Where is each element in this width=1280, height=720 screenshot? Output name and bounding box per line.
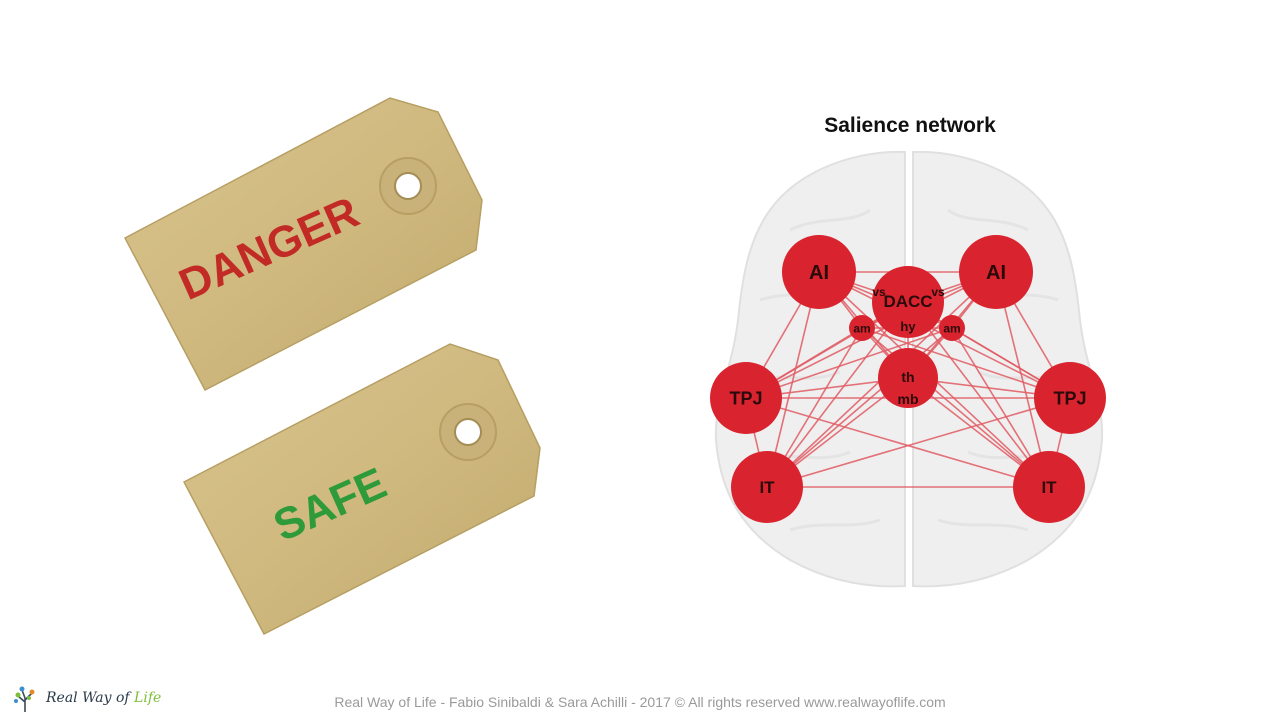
tags-illustration: DANGER SAFE (123, 97, 541, 636)
node-label-th: th (901, 369, 914, 385)
node-th (878, 348, 938, 408)
node-dacc (872, 266, 944, 338)
node-label-tpj-r: TPJ (1053, 388, 1086, 408)
node-ai-l (782, 235, 856, 309)
footer-copyright: Real Way of Life - Fabio Sinibaldi & Sar… (334, 694, 946, 710)
logo-text-main: Real Way of (46, 690, 135, 706)
node-label-mb: mb (898, 391, 919, 407)
node-label-am-l: am (853, 321, 870, 335)
node-it-l (731, 451, 803, 523)
node-tpj-l (710, 362, 782, 434)
network-title: Salience network (824, 114, 996, 137)
danger-tag-hole (394, 172, 422, 200)
edge-dacc-it_r (907, 301, 1050, 488)
tree-logo-icon (14, 686, 35, 712)
logo: Real Way of Life (10, 684, 161, 716)
node-am-l (849, 315, 875, 341)
safe-tag: SAFE (182, 343, 541, 636)
node-tpj-r (1034, 362, 1106, 434)
edge-am_l-tpj_r (861, 327, 1071, 399)
node-label-it-l: IT (759, 478, 775, 497)
node-label-am-r: am (943, 321, 960, 335)
danger-tag: DANGER (123, 97, 483, 392)
node-label-vs-l: vs (872, 285, 886, 299)
node-label-ai-l: AI (809, 262, 829, 284)
node-it-r (1013, 451, 1085, 523)
node-am-r (939, 315, 965, 341)
node-ai-r (959, 235, 1033, 309)
edge-tpj_l-it_r (745, 397, 1050, 488)
node-label-tpj-l: TPJ (729, 388, 762, 408)
node-label-vs-r: vs (931, 285, 945, 299)
node-label-it-r: IT (1041, 478, 1057, 497)
logo-text: Real Way of Life (46, 690, 161, 706)
edge-tpj_r-it_l (766, 397, 1071, 488)
edge-dacc-it_l (766, 301, 909, 488)
node-label-dacc: DACC (883, 292, 932, 311)
logo-text-accent: Life (134, 690, 162, 706)
node-label-hy: hy (900, 319, 916, 334)
safe-tag-hole (454, 418, 482, 446)
edge-am_r-tpj_l (745, 327, 953, 399)
node-label-ai-r: AI (986, 262, 1006, 284)
